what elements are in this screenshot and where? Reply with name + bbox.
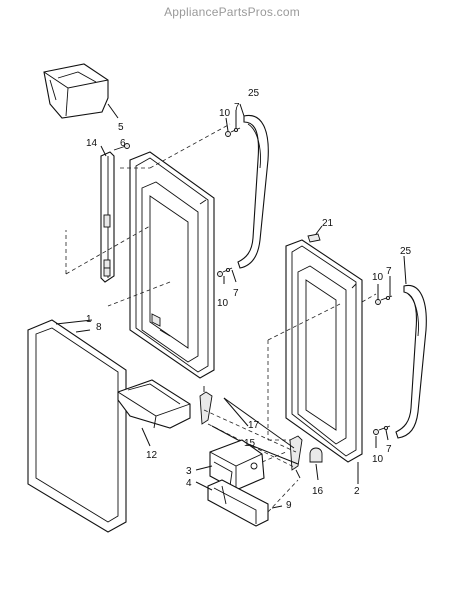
callout-9: 9 — [286, 500, 292, 511]
callout-25-left: 25 — [248, 88, 260, 99]
callout-16: 16 — [312, 486, 324, 497]
right-door-handle — [395, 284, 427, 439]
callout-7-right-bottom: 7 — [386, 444, 392, 455]
door-bin-lower — [117, 379, 191, 429]
callout-21: 21 — [322, 218, 334, 229]
callout-8: 8 — [96, 322, 102, 333]
callout-10-right-top: 10 — [372, 272, 384, 283]
door-hinge-bar — [100, 151, 115, 283]
callout-5: 5 — [118, 122, 124, 133]
screw-6 — [113, 143, 130, 151]
callout-10-left-top: 10 — [219, 108, 231, 119]
left-refrigerator-door — [129, 151, 215, 379]
hinge-pieces-left — [199, 386, 213, 425]
callout-2: 2 — [354, 486, 360, 497]
callout-12: 12 — [146, 450, 158, 461]
callout-6: 6 — [120, 138, 126, 149]
hinge-cap-16 — [309, 447, 323, 463]
right-refrigerator-door — [285, 239, 363, 463]
callout-7-right-top: 7 — [386, 266, 392, 277]
door-bin-top — [43, 63, 109, 119]
left-door-handle — [237, 114, 269, 269]
callout-7-left-bottom: 7 — [233, 288, 239, 299]
door-clip-21 — [307, 233, 321, 243]
dairy-bin-base — [207, 479, 269, 527]
callout-10-left-bottom: 10 — [217, 298, 229, 309]
callout-15: 15 — [244, 438, 256, 449]
watermark: AppliancePartsPros.com — [164, 5, 300, 19]
callout-14: 14 — [86, 138, 98, 149]
callout-10-right-bottom: 10 — [372, 454, 384, 465]
callout-3: 3 — [186, 466, 192, 477]
hinge-pieces-right — [289, 435, 303, 479]
callout-7-left-top: 7 — [234, 102, 240, 113]
right-handle-screws-bottom — [373, 425, 391, 435]
dairy-compartment — [209, 439, 265, 491]
callout-25-right: 25 — [400, 246, 412, 257]
callout-1: 1 — [86, 314, 92, 325]
handle-screws-top — [225, 127, 241, 137]
callout-17: 17 — [248, 420, 260, 431]
handle-screws-bottom — [217, 267, 233, 277]
door-gasket — [27, 319, 127, 533]
right-handle-screws-top — [375, 295, 393, 305]
callout-4: 4 — [186, 478, 192, 489]
